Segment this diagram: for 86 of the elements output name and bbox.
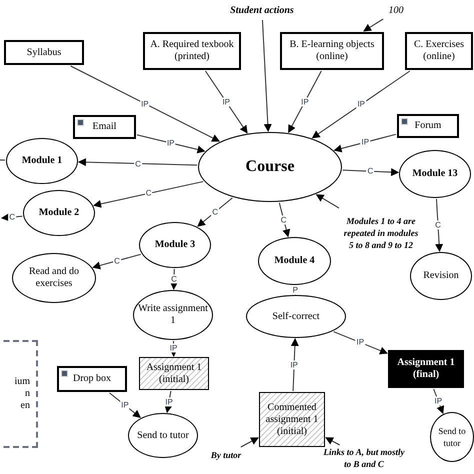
node-label: Assignment 1 (initial) — [145, 362, 203, 386]
edge-label: C — [144, 188, 153, 198]
node-label: ium — [13, 376, 31, 388]
edge-label: C — [280, 215, 288, 224]
node-label: Module 3 — [154, 239, 196, 251]
arrow — [316, 194, 340, 209]
ellipse-node — [12, 253, 96, 303]
edge-label: IP — [356, 338, 366, 347]
edge-label: C — [366, 166, 374, 176]
arrow — [70, 66, 220, 142]
edge-label: IP — [289, 360, 299, 370]
edge-label: IP — [433, 396, 444, 406]
node-label: Self-correct — [271, 310, 321, 322]
process-box — [397, 114, 459, 138]
hatched-box — [139, 357, 209, 390]
arrow — [288, 70, 322, 134]
arrow — [197, 197, 233, 227]
arrow — [262, 20, 272, 132]
arrow — [334, 134, 396, 152]
edge-label: IP — [168, 344, 178, 353]
hatched-box — [259, 392, 325, 447]
edge-label: C — [211, 208, 220, 216]
highlighted-box — [388, 350, 464, 388]
arrow — [435, 198, 444, 252]
arrow — [92, 254, 142, 270]
edge-label: P — [292, 285, 299, 294]
node-label: B. E-learning objects (online) — [288, 39, 376, 63]
arrow — [78, 158, 198, 166]
edge-label: IP — [120, 400, 130, 410]
node-label: Syllabus — [26, 46, 62, 58]
arrow — [278, 202, 290, 238]
arrow — [93, 181, 204, 208]
node-label: A. Required texbook (printed) — [149, 39, 235, 63]
node-label: Read and do exercises — [28, 266, 80, 290]
arrow — [109, 392, 141, 418]
edge-label: C — [8, 212, 16, 222]
node-label: Revision — [422, 270, 460, 282]
edge-label: C — [434, 220, 442, 230]
node-label: Student actions — [229, 5, 295, 17]
arrow — [333, 331, 388, 354]
node-label: Commented assignment 1 (initial) — [264, 402, 320, 438]
process-box — [73, 115, 136, 139]
node-label: Assignment 1 (final) — [396, 357, 456, 381]
arrow — [290, 338, 299, 392]
arrow — [312, 70, 410, 138]
edge-label: IP — [360, 138, 370, 147]
process-box — [4, 40, 84, 65]
arrow — [204, 70, 248, 134]
process-box — [405, 32, 473, 70]
process-box — [143, 32, 241, 70]
edge-label: IP — [164, 397, 174, 406]
node-label: By tutor — [210, 449, 242, 461]
node-label: Forum — [414, 120, 442, 132]
arrow — [136, 134, 206, 154]
node-label: n — [24, 388, 31, 400]
edge-label: IP — [166, 138, 176, 148]
node-label: C. Exercises (online) — [413, 39, 465, 63]
arrow — [325, 437, 340, 446]
edge-label: C — [170, 274, 178, 284]
edge-label: C — [134, 159, 142, 168]
arrow — [1, 213, 23, 222]
node-label: Write assignment 1 — [137, 303, 209, 327]
node-label: Module 2 — [38, 207, 80, 219]
node-label: Module 13 — [411, 168, 459, 180]
arrow — [363, 18, 384, 32]
process-box — [280, 32, 384, 70]
node-label: Course — [244, 161, 296, 173]
ellipse-node — [430, 412, 474, 462]
node-label: Drop box — [72, 373, 112, 385]
node-label: Modules 1 to 4 are repeated in modules 5 to 8 and 9 to 12 — [342, 215, 420, 251]
edge-label: IP — [300, 97, 310, 106]
node-label: en — [20, 400, 31, 412]
edge-label: IP — [140, 99, 150, 108]
edge-label: IP — [356, 100, 366, 109]
node-label: 100 — [388, 5, 404, 17]
edge-label: IP — [221, 97, 232, 106]
arrow — [342, 168, 400, 176]
edge-label: C — [113, 256, 121, 266]
arrow — [240, 437, 259, 448]
node-label: Email — [92, 121, 118, 133]
node-label: Links to A, but mostly to B and C — [322, 446, 406, 470]
node-label: Module 1 — [20, 155, 64, 167]
node-label: Send to tutor — [136, 430, 190, 442]
process-box — [57, 366, 127, 392]
node-label: Module 4 — [273, 255, 316, 267]
node-label: Send to tutor — [437, 425, 467, 449]
